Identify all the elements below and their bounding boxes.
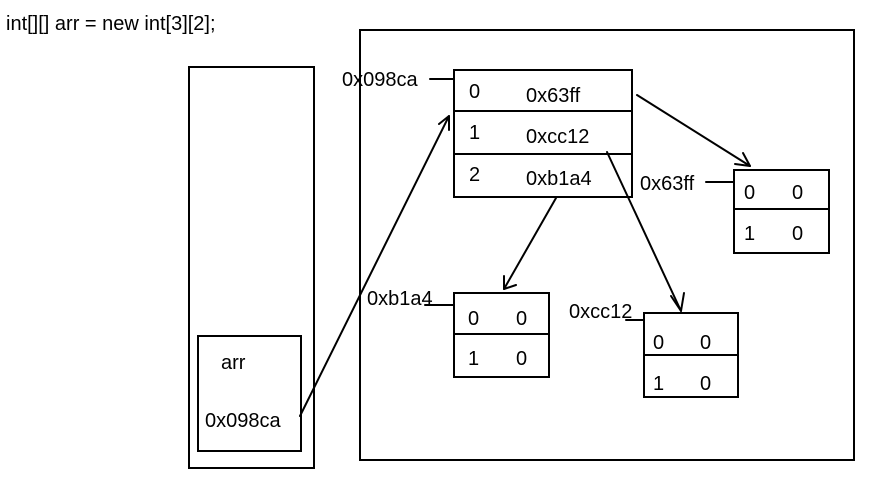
outer-array-box bbox=[453, 69, 633, 198]
arrow-row1-to-cc12 bbox=[606, 151, 682, 312]
inner-array-divider bbox=[453, 333, 550, 335]
outer-row-index: 2 bbox=[469, 164, 481, 186]
outer-array-address: 0x098ca bbox=[342, 69, 418, 91]
inner-cell: 0 bbox=[516, 348, 528, 370]
inner-array-address: 0xcc12 bbox=[569, 301, 633, 323]
inner-cell: 1 bbox=[468, 348, 480, 370]
arrowhead bbox=[503, 275, 517, 290]
outer-row-value: 0x63ff bbox=[526, 85, 581, 107]
inner-cell: 0 bbox=[653, 332, 665, 354]
inner-cell: 1 bbox=[744, 223, 756, 245]
inner-array-box bbox=[733, 169, 830, 254]
outer-array-divider bbox=[453, 110, 633, 112]
outer-array-divider bbox=[453, 153, 633, 155]
outer-row-value: 0xcc12 bbox=[526, 126, 590, 148]
arrow-stack-to-outer bbox=[299, 115, 450, 417]
code-line: int[][] arr = new int[3][2]; bbox=[6, 13, 216, 35]
stack-frame bbox=[188, 66, 315, 469]
outer-row-value: 0xb1a4 bbox=[526, 168, 592, 190]
inner-cell: 1 bbox=[653, 373, 665, 395]
stack-variable-value: 0x098ca bbox=[205, 410, 281, 432]
arrowhead bbox=[734, 152, 751, 167]
inner-cell: 0 bbox=[516, 308, 528, 330]
inner-array-address: 0xb1a4 bbox=[367, 288, 433, 310]
arrow-row2-to-b1a4 bbox=[503, 197, 557, 290]
inner-array-divider bbox=[733, 208, 830, 210]
inner-array-box bbox=[453, 292, 550, 378]
inner-array-divider bbox=[643, 354, 739, 356]
arrowhead bbox=[438, 115, 450, 131]
arrow-row0-to-63ff bbox=[636, 94, 751, 167]
inner-array-address: 0x63ff bbox=[640, 173, 695, 195]
outer-row-index: 1 bbox=[469, 122, 481, 144]
inner-cell: 0 bbox=[700, 332, 712, 354]
stack-variable-name: arr bbox=[221, 352, 246, 374]
inner-cell: 0 bbox=[744, 182, 756, 204]
outer-row-index: 0 bbox=[469, 81, 481, 103]
arrowhead bbox=[670, 292, 685, 312]
heap-frame bbox=[359, 29, 855, 461]
stack-variable-box bbox=[197, 335, 302, 452]
inner-cell: 0 bbox=[700, 373, 712, 395]
inner-cell: 0 bbox=[792, 182, 804, 204]
inner-cell: 0 bbox=[792, 223, 804, 245]
inner-cell: 0 bbox=[468, 308, 480, 330]
